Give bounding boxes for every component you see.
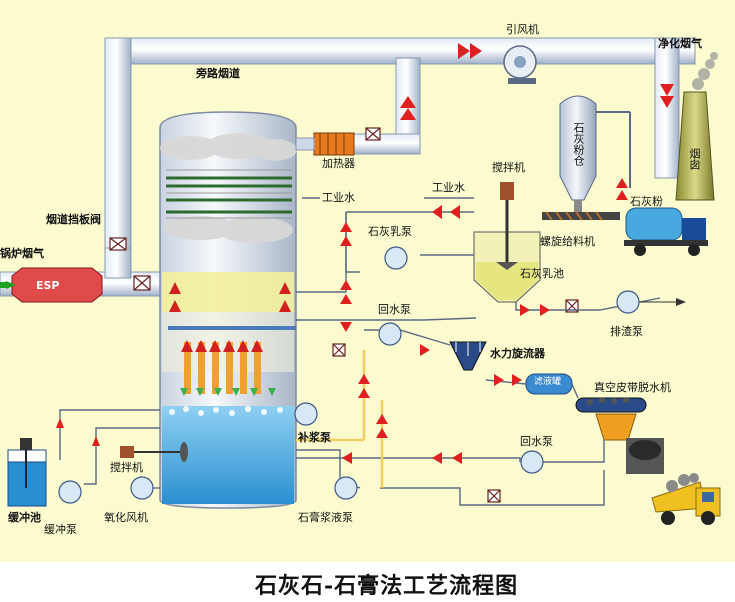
slurry-pipes: [59, 197, 661, 506]
caption-bar: 石灰石-石膏法工艺流程图: [0, 562, 735, 602]
id-fan-shape: [503, 45, 537, 84]
label-vacuum-belt: 真空皮带脱水机: [594, 381, 671, 394]
label-process-water-2: 工业水: [432, 181, 465, 194]
label-agitator-1: 搅拌机: [492, 161, 525, 174]
label-gypsum-pump: 石膏浆液泵: [298, 511, 353, 524]
valves: [109, 127, 579, 503]
label-clean-gas: 净化烟气: [658, 37, 702, 50]
label-process-water-1: 工业水: [322, 191, 355, 204]
buffer-tank-shape: [7, 438, 47, 507]
label-makeup-pump: 补浆泵: [298, 431, 331, 444]
lime-truck-shape: [624, 207, 708, 256]
label-oxidation-fan: 氧化风机: [104, 511, 148, 524]
label-screw-feeder: 螺旋给料机: [540, 235, 595, 248]
absorber-tower: [120, 111, 297, 509]
silo-shape: [542, 95, 631, 221]
flow-arrows: [56, 43, 674, 464]
label-damper: 烟道挡板阀: [46, 213, 101, 226]
label-bypass: 旁路烟道: [196, 67, 240, 80]
vacuum-belt-shape: [575, 397, 664, 474]
discharge-arrowhead: [676, 298, 686, 306]
label-id-fan: 引风机: [506, 23, 539, 36]
label-buffer-tank: 缓冲池: [8, 511, 41, 524]
heater-shape: [295, 132, 355, 156]
label-lime-slurry-pump: 石灰乳泵: [368, 225, 412, 238]
hydrocyclone-shape: [449, 341, 487, 371]
label-agitator-2: 搅拌机: [110, 461, 143, 474]
gypsum-truck-shape: [651, 473, 721, 525]
label-lime-powder: 石灰粉: [630, 195, 663, 208]
label-heater: 加热器: [322, 157, 355, 170]
label-lime-slurry-tank: 石灰乳池: [520, 267, 564, 280]
label-hydrocyclone: 水力旋流器: [490, 347, 545, 360]
label-return-pump-2: 回水泵: [520, 435, 553, 448]
label-silo: 石灰粉仓: [572, 122, 585, 166]
diagram-title: 石灰石-石膏法工艺流程图: [255, 573, 519, 599]
esp-shape: [0, 267, 103, 303]
label-boiler-flue-gas: 锅炉烟气: [0, 247, 44, 260]
label-esp: ESP: [36, 279, 60, 292]
stack-shape: [675, 52, 718, 201]
label-discharge-pump: 排渣泵: [610, 325, 643, 338]
pumps: [58, 246, 640, 504]
label-buffer-pump: 缓冲泵: [44, 523, 77, 536]
lime-slurry-tank-shape: [473, 182, 541, 303]
label-filtrate-tank: 滤液罐: [534, 377, 562, 387]
label-stack: 烟囱: [688, 148, 701, 170]
label-return-pump-1: 回水泵: [378, 303, 411, 316]
